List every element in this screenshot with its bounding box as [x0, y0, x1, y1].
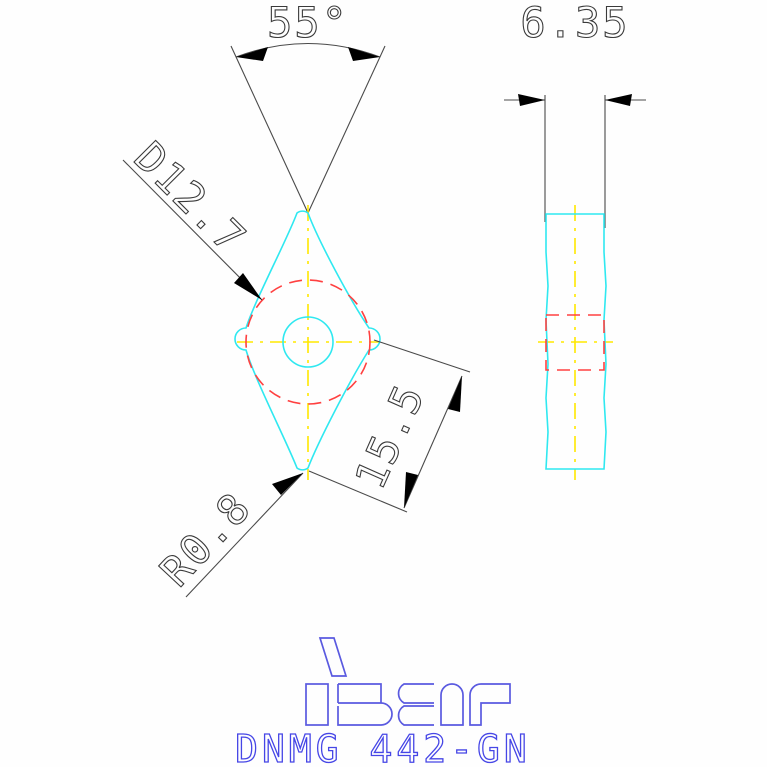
- thickness-dimension-635: 6.35: [504, 0, 646, 228]
- side-view-profile-outline: [545, 213, 607, 470]
- side-view-insert: [538, 205, 613, 480]
- r08-leader-line: [185, 472, 304, 598]
- logo-letter-s: [337, 683, 393, 726]
- d155-dimension-line: [403, 375, 463, 509]
- logo-letter-r: [469, 683, 511, 726]
- d155-arrowhead-lower: [404, 472, 418, 508]
- edge-dimension-155: 15.5: [308, 339, 471, 513]
- center-hole-circle: [282, 316, 334, 368]
- inscribed-circle-d127: [245, 279, 371, 405]
- thickness-dimension-label: 6.35: [520, 0, 629, 47]
- logo-letter-i: [305, 683, 329, 726]
- logo-dot-parallelogram: [318, 637, 348, 677]
- front-view-insert: [234, 205, 381, 480]
- d127-label: D12.7: [125, 132, 256, 263]
- thickness-arrowhead-left: [518, 94, 545, 106]
- r08-arrowhead: [272, 473, 303, 495]
- angle-dimension-55: 55°: [230, 0, 386, 214]
- part-number-label: DNMG 442-GN: [235, 727, 531, 767]
- d155-extension-lower: [308, 470, 408, 513]
- angle-dimension-label: 55°: [267, 0, 349, 47]
- angle-arrowhead-right: [348, 47, 380, 61]
- insert-rhombic-outline: [234, 210, 381, 471]
- d155-label: 15.5: [345, 376, 434, 496]
- d155-arrowhead-upper: [448, 376, 462, 412]
- logo-letter-a: [440, 683, 464, 726]
- r08-label: R0.8: [150, 483, 260, 596]
- angle-arrowhead-left: [236, 47, 268, 61]
- thickness-arrowhead-right: [605, 94, 632, 106]
- radius-leader-r08: R0.8: [150, 472, 304, 598]
- angle-arc: [235, 43, 381, 58]
- d127-arrowhead: [234, 273, 262, 300]
- side-view-hidden-hole: [545, 314, 605, 371]
- diameter-leader-d127: D12.7: [122, 132, 263, 301]
- d127-leader-line: [122, 159, 263, 301]
- angle-leg-left: [230, 45, 309, 214]
- logo-letter-c: [397, 683, 434, 726]
- d155-extension-upper: [373, 339, 471, 373]
- angle-leg-right: [307, 45, 386, 214]
- iscar-logo: [305, 637, 511, 726]
